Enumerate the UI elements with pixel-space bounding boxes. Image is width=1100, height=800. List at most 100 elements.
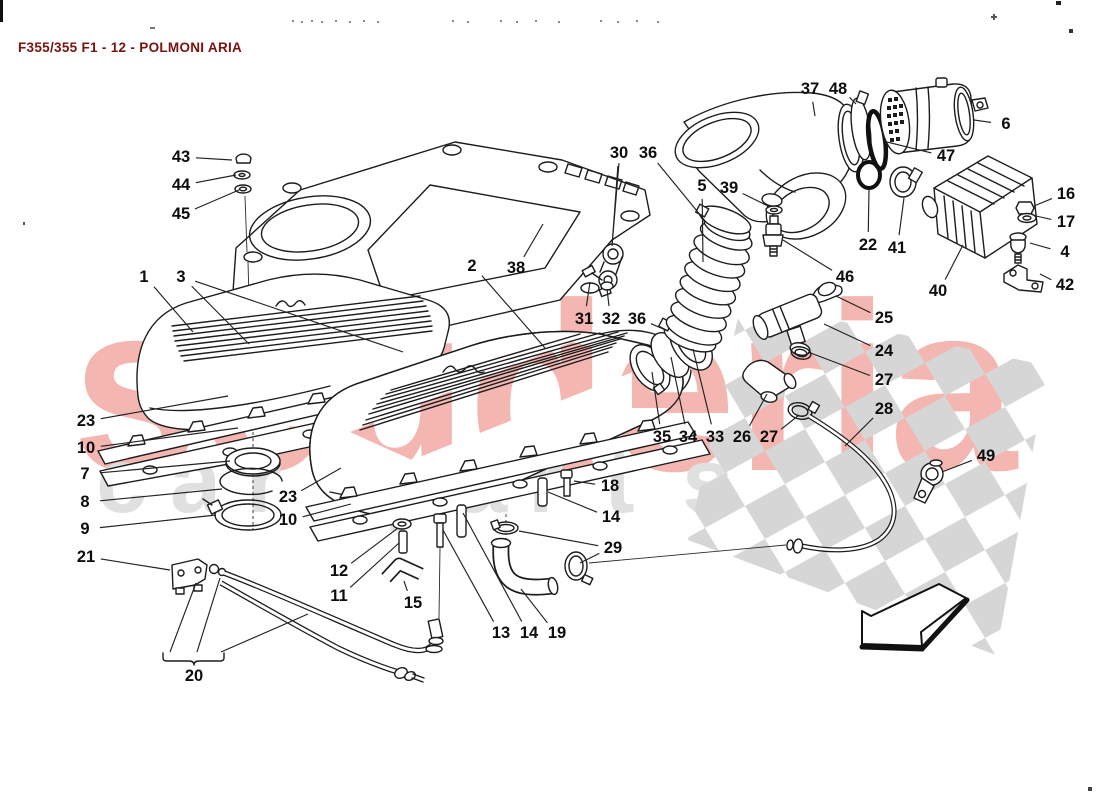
leader-line-46: [782, 239, 833, 271]
leader-line-4: [1029, 242, 1051, 250]
y-pipe-drawing: [674, 91, 865, 240]
leader-line-21: [100, 558, 171, 571]
part-callout-14: 14: [602, 508, 621, 526]
leader-line-36: [657, 162, 707, 223]
leader-line-10: [302, 503, 352, 518]
leader-line-44: [195, 174, 237, 184]
leader-line-43: [195, 157, 233, 161]
part-callout-9: 9: [80, 520, 89, 538]
mesh-face: [887, 97, 904, 142]
part-callout-39: 39: [720, 179, 738, 197]
leader-line-38: [523, 223, 544, 258]
leader-line-42: [1039, 273, 1052, 281]
hardware-under-right-box: [381, 469, 573, 619]
leader-line-23: [100, 395, 229, 420]
leader-line-41: [898, 197, 905, 236]
leader-line-24: [823, 323, 871, 347]
y-fitting-26: [742, 359, 793, 399]
leader-line-26: [749, 393, 768, 427]
leader-line-27: [807, 351, 871, 377]
part-callout-32: 32: [602, 310, 620, 328]
part-callout-6: 6: [1001, 115, 1010, 133]
part-callout-16: 16: [1057, 185, 1075, 203]
resonator-drawing: [921, 155, 1044, 293]
right-gasket-and-plate: [305, 419, 711, 542]
part-callout-34: 34: [679, 428, 698, 446]
leader-line-45: [194, 189, 240, 210]
leader-line-11: [349, 542, 400, 588]
part-callout-28: 28: [875, 400, 893, 418]
part-callout-4: 4: [1060, 243, 1070, 261]
part-callout-24: 24: [875, 342, 894, 360]
part-callout-48: 48: [829, 80, 847, 98]
leader-line-36: [650, 323, 669, 332]
leader-line-33: [692, 348, 712, 425]
part-callout-3: 3: [176, 268, 185, 286]
leader-line-27: [780, 414, 800, 430]
leader-line-34: [670, 356, 686, 425]
part-callout-42: 42: [1056, 276, 1074, 294]
part-callout-7: 7: [80, 465, 89, 483]
leader-line-17: [1035, 215, 1052, 221]
part-callout-15: 15: [404, 594, 422, 612]
leader-line-12: [350, 527, 399, 564]
seal-stack-7-8-9: [202, 432, 283, 531]
part-callout-20: 20: [185, 667, 203, 685]
part-callout-40: 40: [929, 282, 947, 300]
part-callout-2: 2: [467, 257, 476, 275]
part-callout-10: 10: [279, 511, 297, 529]
part-callout-19: 19: [548, 624, 566, 642]
leader-line-48: [849, 96, 857, 105]
support-clamp-30: [581, 162, 624, 298]
part-callout-26: 26: [733, 428, 751, 446]
page-title: F355/355 F1 - 12 - POLMONI ARIA: [18, 40, 242, 55]
leader-line-3: [195, 280, 404, 353]
leader-line-9: [99, 514, 217, 529]
leader-line-19: [520, 588, 548, 624]
leader-line-47: [882, 140, 932, 154]
sensor-39-46: [762, 205, 784, 257]
leader-line-32: [606, 288, 610, 307]
leader-line-30: [611, 165, 619, 247]
leader-line-22: [867, 188, 870, 233]
part-callout-30: 30: [610, 144, 628, 162]
leader-line-40: [944, 244, 964, 280]
leader-line-20: [196, 577, 221, 653]
mount-4: [1009, 232, 1027, 264]
part-callout-36: 36: [639, 144, 657, 162]
leader-line-16: [1033, 198, 1053, 207]
leader-line-5: [701, 198, 704, 263]
leader-line-6: [973, 119, 992, 123]
part-callout-11: 11: [330, 587, 347, 605]
part-callout-37: 37: [801, 80, 819, 98]
part-callout-1: 1: [139, 268, 148, 286]
direction-arrow-icon: [859, 583, 970, 652]
j-hose-19: [490, 514, 787, 596]
part-callout-44: 44: [172, 176, 191, 194]
leader-line-13: [442, 529, 495, 622]
part-callout-38: 38: [507, 259, 525, 277]
part-callout-22: 22: [859, 236, 877, 254]
part-callout-8: 8: [80, 493, 89, 511]
leader-line-20: [220, 613, 309, 653]
nut-16: [1015, 201, 1035, 215]
leader-line-49: [941, 459, 973, 473]
leader-line-28: [844, 417, 874, 447]
leader-line-20: [169, 582, 197, 653]
vent-valve-assembly: [742, 281, 944, 554]
part-callout-45: 45: [172, 205, 190, 223]
part-callout-23: 23: [279, 488, 297, 506]
leader-line-7: [99, 460, 231, 474]
leader-line-3: [191, 285, 250, 345]
leader-line-31: [585, 281, 591, 307]
leader-line-39: [742, 192, 771, 208]
air-flow-meter-drawing: [879, 77, 989, 155]
leader-line-14: [547, 491, 598, 513]
part-callout-27: 27: [875, 371, 893, 389]
part-callout-23: 23: [77, 412, 95, 430]
leader-line-35: [651, 371, 661, 425]
